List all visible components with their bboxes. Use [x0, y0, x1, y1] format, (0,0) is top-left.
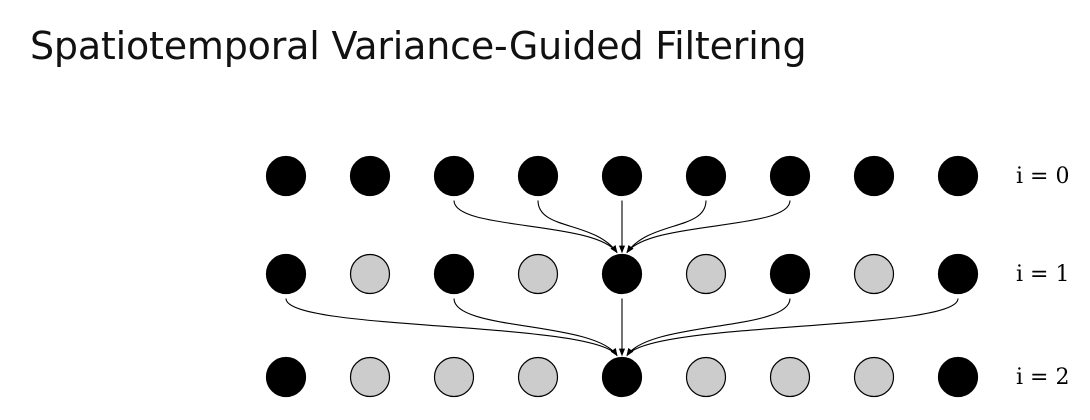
active-node-level-1-2: [433, 253, 475, 295]
inactive-node-level-1-1: [349, 253, 391, 295]
active-node-level-1-6: [769, 253, 811, 295]
active-node-level-2-4: [601, 356, 643, 398]
inactive-node-level-2-1: [349, 356, 391, 398]
level-label-1: i = 1: [1016, 262, 1069, 287]
inactive-node-level-1-5: [685, 253, 727, 295]
edge-l0-n5-to-l1-n4: [626, 200, 707, 254]
edge-l0-n6-to-l1-n4: [626, 200, 791, 254]
active-node-level-0-2: [433, 155, 475, 197]
edges-layer: [285, 200, 959, 357]
active-node-level-0-7: [853, 155, 895, 197]
edge-l1-n0-to-l2-n4: [285, 298, 618, 357]
active-node-level-0-1: [349, 155, 391, 197]
active-node-level-0-6: [769, 155, 811, 197]
inactive-node-level-1-3: [517, 253, 559, 295]
inactive-node-level-2-6: [769, 356, 811, 398]
level-label-0: i = 0: [1016, 164, 1069, 189]
active-node-level-0-4: [601, 155, 643, 197]
inactive-node-level-2-2: [433, 356, 475, 398]
active-node-level-0-5: [685, 155, 727, 197]
active-node-level-1-4: [601, 253, 643, 295]
inactive-node-level-2-3: [517, 356, 559, 398]
edge-l0-n2-to-l1-n4: [453, 200, 618, 254]
inactive-node-level-1-7: [853, 253, 895, 295]
edge-l1-n2-to-l2-n4: [453, 298, 618, 357]
nodes-layer: [265, 155, 979, 398]
active-node-level-2-8: [937, 356, 979, 398]
active-node-level-2-0: [265, 356, 307, 398]
inactive-node-level-2-5: [685, 356, 727, 398]
inactive-node-level-2-7: [853, 356, 895, 398]
edge-l1-n6-to-l2-n4: [626, 298, 791, 357]
active-node-level-0-8: [937, 155, 979, 197]
active-node-level-0-3: [517, 155, 559, 197]
active-node-level-1-0: [265, 253, 307, 295]
active-node-level-0-0: [265, 155, 307, 197]
edge-l1-n8-to-l2-n4: [626, 298, 959, 357]
labels-layer: i = 0 i = 1 i = 2: [1016, 164, 1069, 390]
active-node-level-1-8: [937, 253, 979, 295]
edge-l0-n3-to-l1-n4: [537, 200, 618, 254]
level-label-2: i = 2: [1016, 365, 1069, 390]
slide-title: Spatiotemporal Variance-Guided Filtering: [30, 24, 807, 68]
